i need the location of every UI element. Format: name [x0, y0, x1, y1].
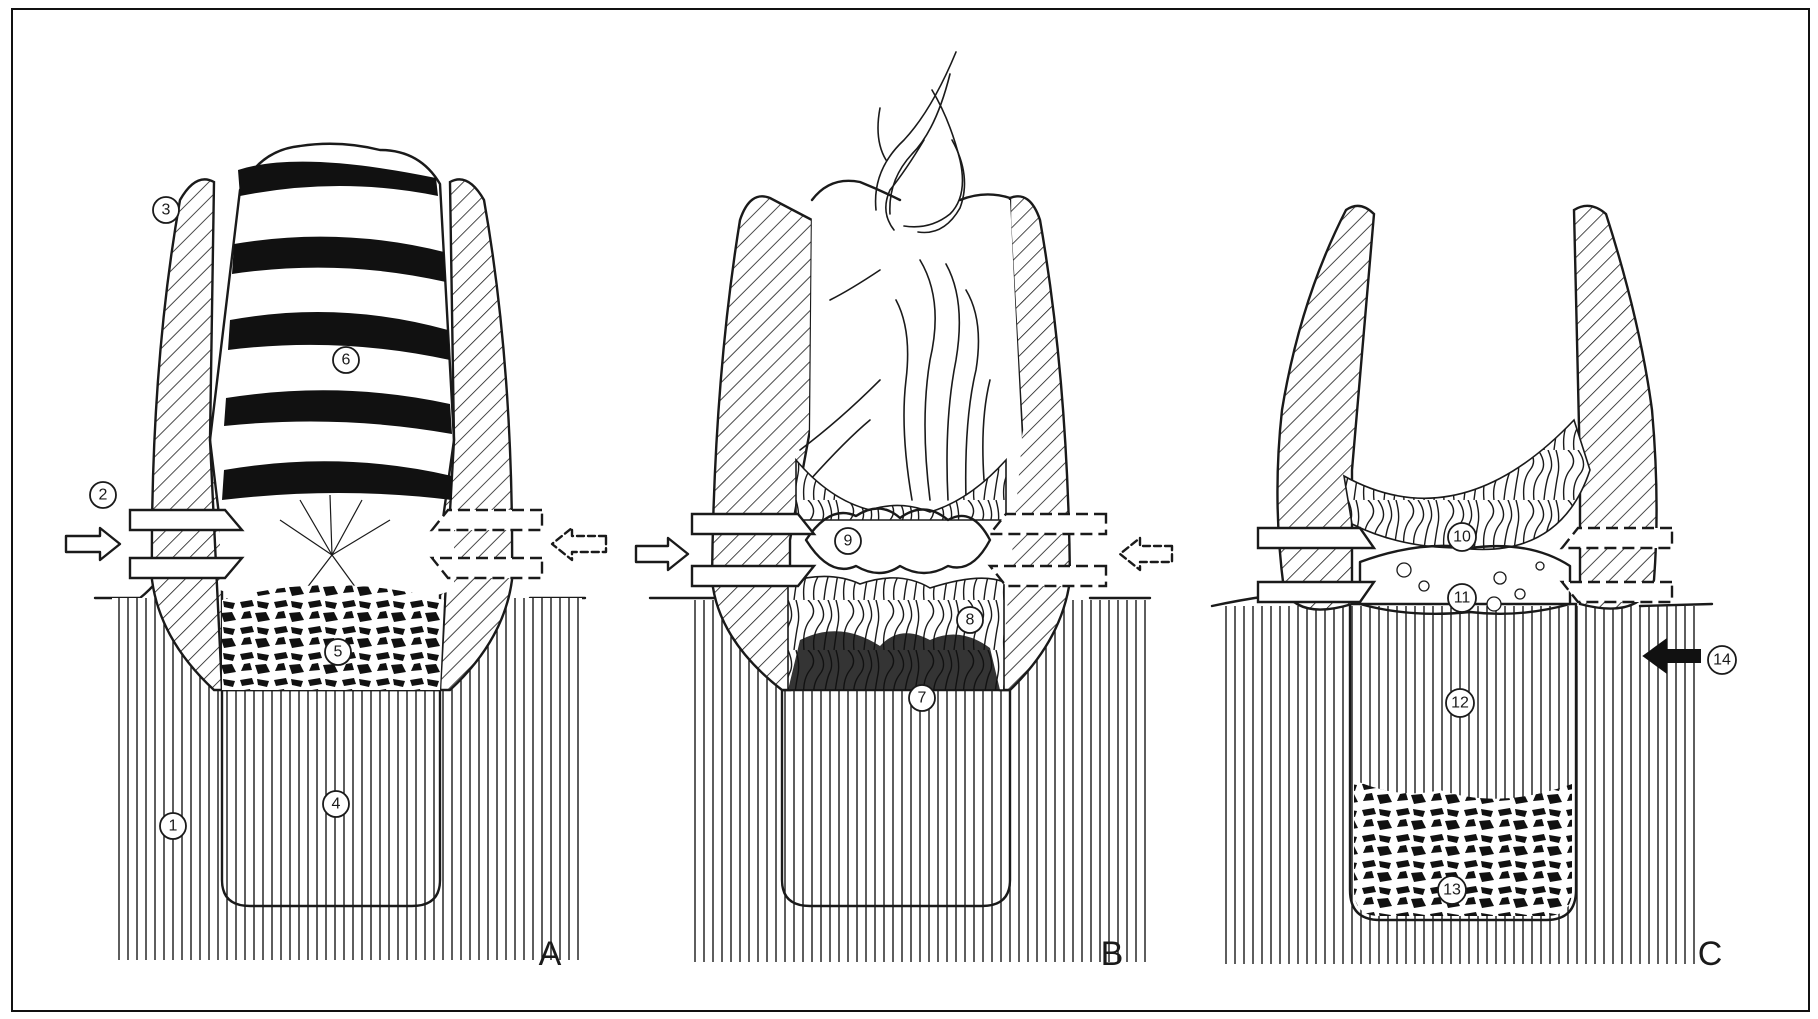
marker-6-label: 6 [342, 352, 351, 369]
air-arrow-right-a [552, 528, 606, 560]
tuyere-left-b-bottom [692, 566, 814, 586]
marker-9-label: 9 [844, 533, 853, 550]
marker-4-label: 4 [332, 796, 341, 813]
marker-13: 13 [1438, 876, 1466, 904]
marker-14: 14 [1708, 646, 1736, 674]
charcoal-lower-b [788, 631, 1000, 690]
marker-14-label: 14 [1713, 652, 1731, 669]
marker-11: 11 [1448, 584, 1476, 612]
charcoal-band-4 [224, 390, 452, 434]
tuyere-right-b-bottom [990, 566, 1106, 586]
tuyere-left-b-top [692, 514, 814, 534]
marker-11-label: 11 [1454, 590, 1471, 607]
tuyere-right-c-top [1562, 528, 1672, 548]
tuyere-left-c-top [1258, 528, 1374, 548]
marker-6: 6 [333, 347, 359, 373]
wall-right-a [440, 179, 512, 690]
marker-12: 12 [1446, 689, 1474, 717]
panel-letter-c: C [1698, 935, 1723, 973]
tuyere-right-c-bottom [1562, 582, 1672, 602]
tuyere-left-c-bottom [1258, 582, 1374, 602]
tuyere-left-a-bottom [130, 558, 242, 578]
marker-3-label: 3 [162, 202, 171, 219]
marker-2-label: 2 [99, 487, 108, 504]
marker-7: 7 [909, 685, 935, 711]
marker-2: 2 [90, 482, 116, 508]
marker-5-label: 5 [334, 644, 343, 661]
marker-10: 10 [1448, 523, 1476, 551]
marker-8-label: 8 [966, 612, 975, 629]
tuyere-right-a-top [432, 510, 542, 530]
panel-a [66, 144, 606, 960]
marker-4: 4 [323, 791, 349, 817]
marker-10-label: 10 [1453, 529, 1471, 546]
charcoal-band-5 [222, 461, 452, 500]
panel-letter-a: A [539, 935, 562, 973]
marker-1-label: 1 [169, 818, 178, 835]
tuyere-right-b-top [990, 514, 1106, 534]
tuyere-right-a-bottom [432, 558, 542, 578]
marker-7-label: 7 [918, 690, 927, 707]
air-arrow-left-b [636, 538, 688, 570]
marker-1: 1 [160, 813, 186, 839]
panel-b [636, 52, 1172, 962]
charcoal-band-1 [238, 162, 438, 196]
marker-9: 9 [835, 528, 861, 554]
marker-5: 5 [325, 639, 351, 665]
panel-letter-b: B [1101, 935, 1124, 973]
marker-8: 8 [957, 607, 983, 633]
air-arrow-right-b [1120, 538, 1172, 570]
charcoal-lower-a [222, 585, 444, 690]
marker-3: 3 [153, 197, 179, 223]
charcoal-band-2 [232, 237, 446, 282]
tuyere-left-a-top [130, 510, 242, 530]
marker-13-label: 13 [1443, 882, 1461, 899]
marker-12-label: 12 [1451, 695, 1469, 712]
air-arrow-left-a [66, 528, 120, 560]
